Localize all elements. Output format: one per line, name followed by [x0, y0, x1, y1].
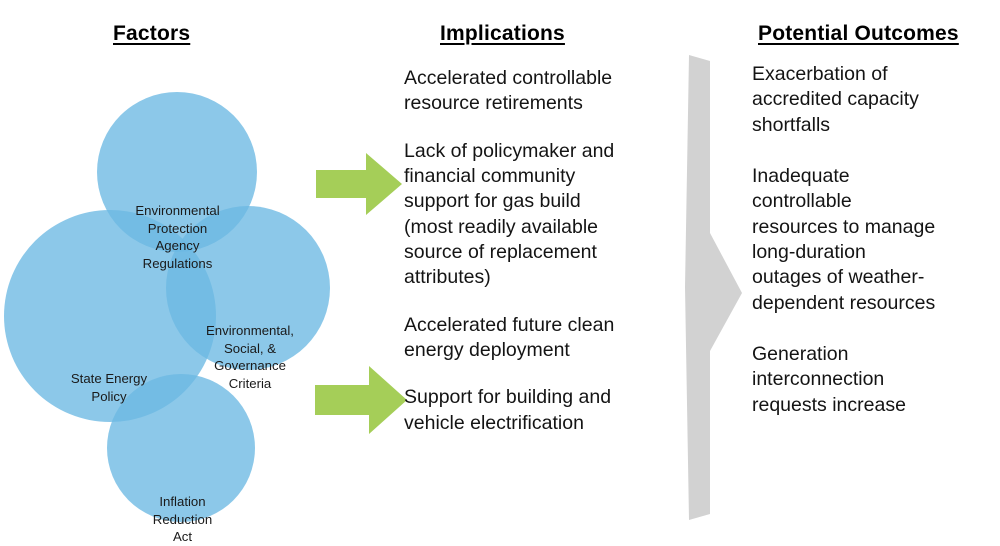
- outcome-item-2: Inadequate controllable resources to man…: [752, 165, 936, 314]
- gray-right-arrow-icon: [685, 55, 742, 520]
- implication-item-1: Accelerated controllable resource retire…: [404, 67, 613, 115]
- outcome-item-1: Exacerbation of accredited capacity shor…: [752, 63, 919, 136]
- column-header-factors: Factors: [113, 22, 191, 45]
- implication-item-4: Support for building and vehicle electri…: [404, 386, 612, 434]
- implication-item-2: Lack of policymaker and financial commun…: [404, 139, 615, 289]
- venn-circle-esg-criteria: [166, 206, 330, 370]
- outcomes-list: Exacerbation of accredited capacity shor…: [752, 62, 988, 444]
- venn-circle-epa-regulations: [4, 210, 216, 422]
- column-header-potential-outcomes: Potential Outcomes: [758, 22, 959, 45]
- column-header-implications: Implications: [440, 22, 565, 45]
- implications-list: Accelerated controllable resource retire…: [404, 66, 672, 458]
- implication-item-3: Accelerated future clean energy deployme…: [404, 313, 615, 362]
- outcome-item-3: Generation interconnection requests incr…: [752, 343, 906, 416]
- venn-circle-state-energy-policy: [97, 92, 257, 252]
- green-arrow-icon-top: [316, 153, 402, 220]
- gray-arrow-icon-to-outcomes: [684, 55, 746, 525]
- green-right-arrow-icon: [315, 366, 407, 434]
- green-arrow-icon-bottom: [315, 366, 407, 439]
- venn-circles-svg: [4, 92, 330, 522]
- green-right-arrow-icon: [316, 153, 402, 215]
- venn-diagram: Environmental Protection Agency Regulati…: [0, 70, 350, 544]
- venn-circle-inflation-reduction-act: [107, 374, 255, 522]
